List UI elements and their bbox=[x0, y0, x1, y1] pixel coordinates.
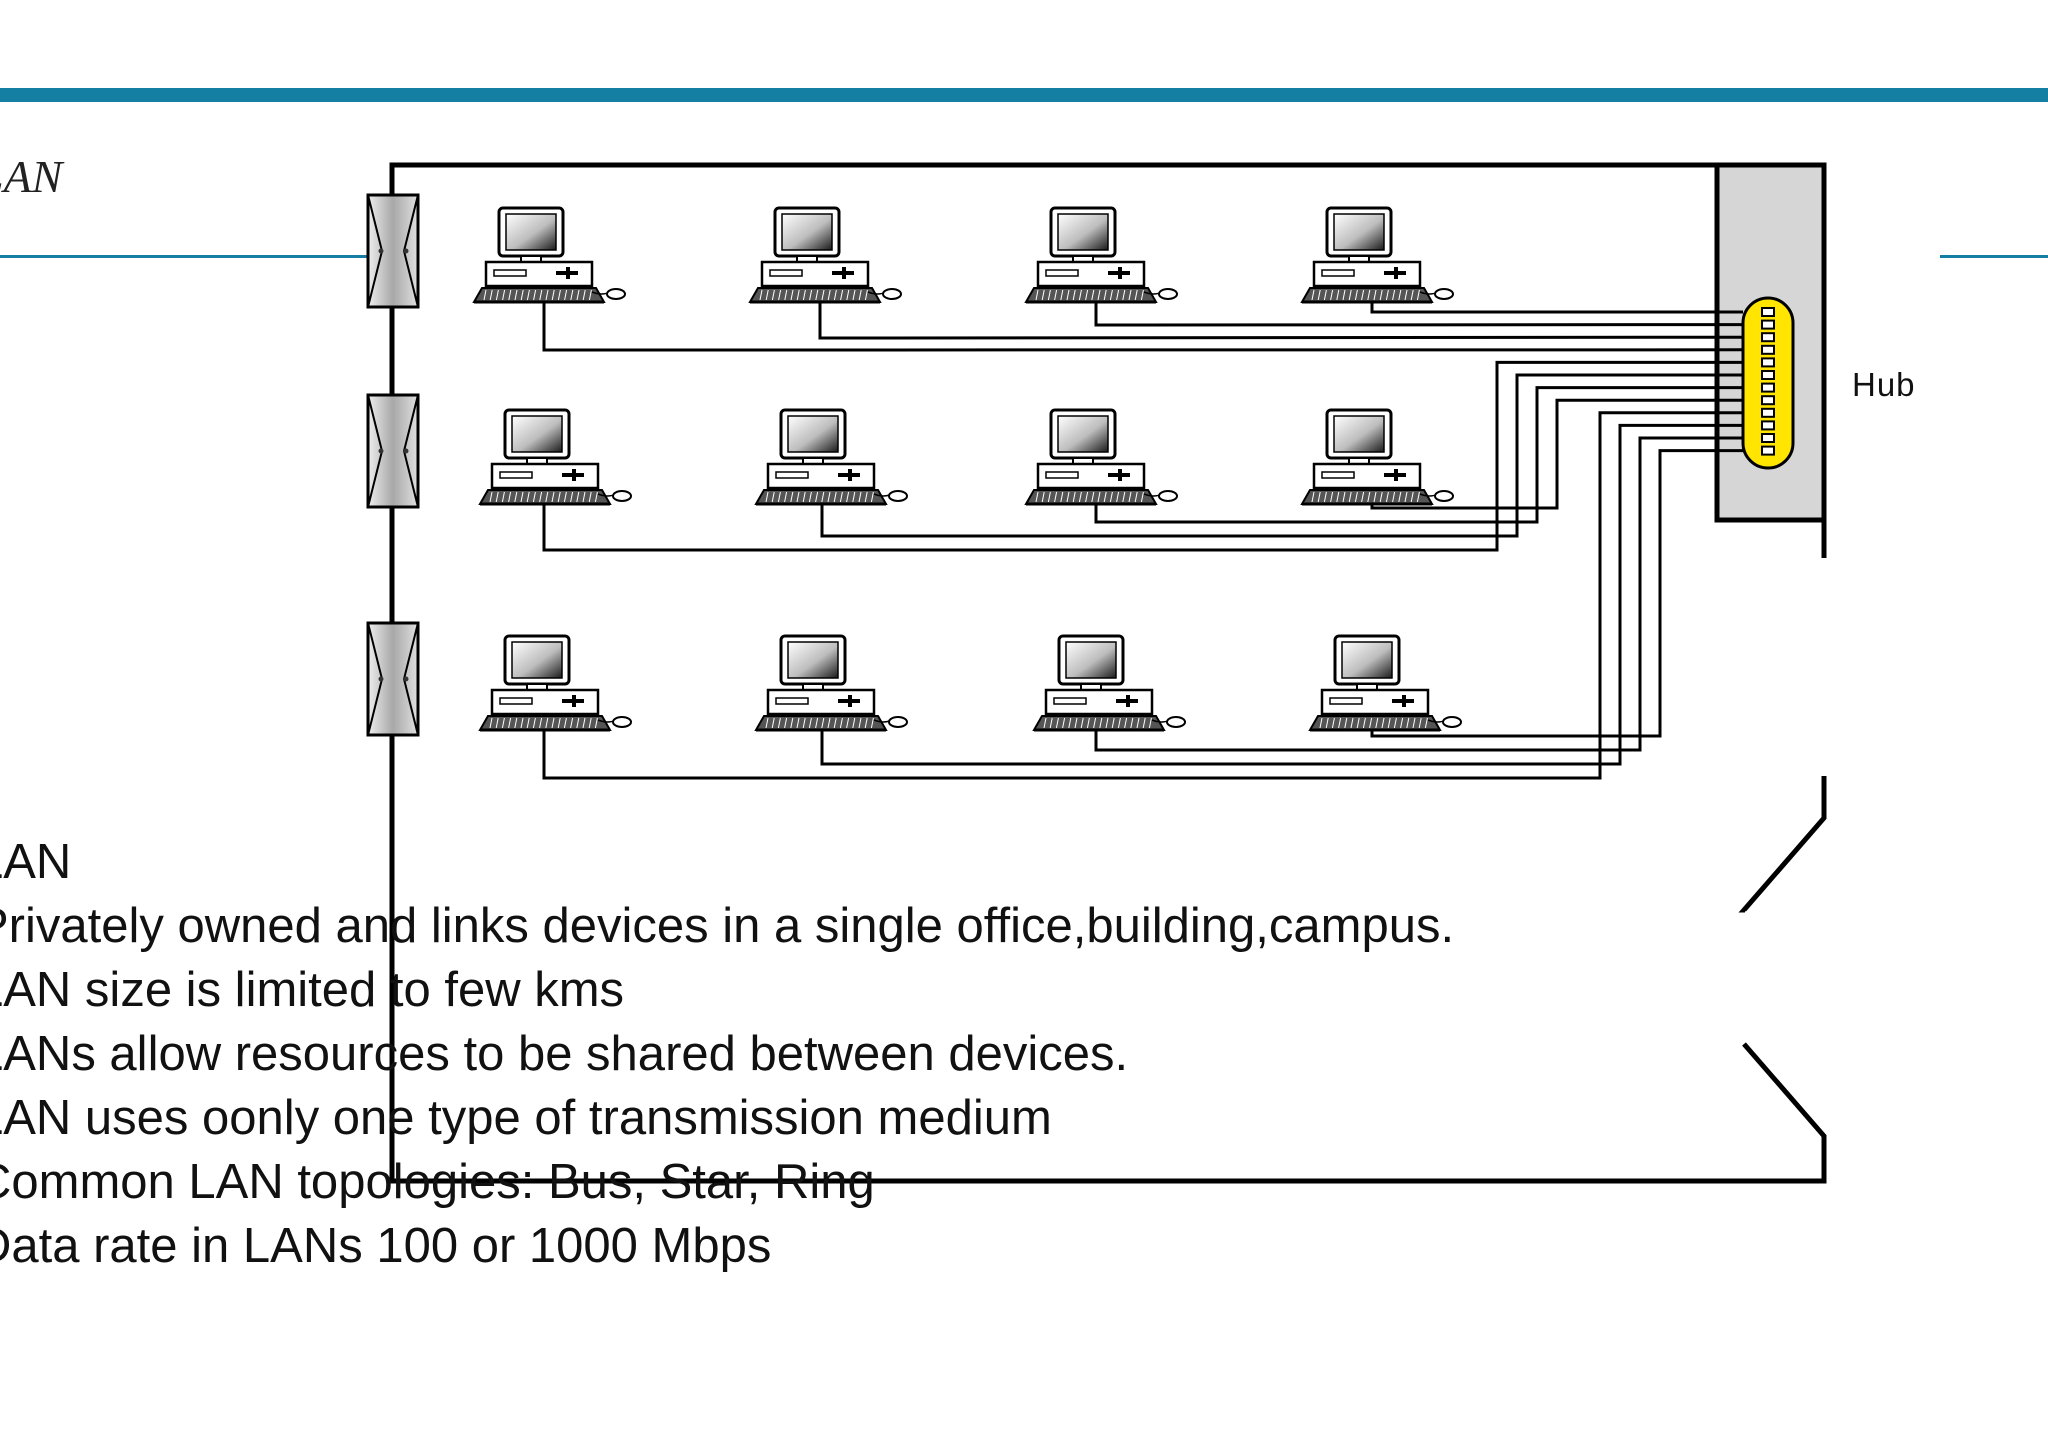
hub-port bbox=[1761, 420, 1775, 431]
computer-icon bbox=[1032, 634, 1186, 732]
cables bbox=[542, 303, 1744, 780]
cable bbox=[1370, 398, 1743, 510]
bullet-item: LANs allow resources to be shared betwee… bbox=[0, 1027, 1129, 1081]
hub-port bbox=[1761, 332, 1775, 343]
cable bbox=[1094, 303, 1744, 327]
bullet-item: Privately owned and links devices in a s… bbox=[0, 899, 1455, 953]
computer-icon bbox=[754, 408, 908, 506]
hub-port bbox=[1761, 370, 1775, 380]
cable bbox=[1370, 303, 1743, 314]
cable bbox=[542, 411, 1743, 780]
hub-port bbox=[1761, 307, 1775, 317]
title-underline-right bbox=[1940, 255, 2048, 258]
computer-icon bbox=[754, 634, 908, 732]
bullet-heading: LAN bbox=[0, 835, 72, 889]
cable bbox=[1094, 386, 1743, 524]
cable bbox=[820, 373, 1743, 538]
cable bbox=[820, 423, 1743, 766]
slide-title: LAN bbox=[0, 151, 63, 202]
wall-outlet bbox=[366, 193, 420, 309]
hub-port bbox=[1761, 357, 1775, 368]
hub-port bbox=[1761, 407, 1775, 418]
cable bbox=[818, 303, 1744, 340]
cable bbox=[1370, 449, 1743, 738]
cable bbox=[542, 360, 1743, 552]
hub-port bbox=[1761, 382, 1775, 393]
computer-icon bbox=[1300, 206, 1454, 304]
computer-icon bbox=[1024, 206, 1178, 304]
cable bbox=[1094, 436, 1743, 752]
computer-icon bbox=[478, 634, 632, 732]
hub-ports bbox=[1761, 307, 1775, 456]
cable bbox=[542, 303, 1744, 352]
hub-port bbox=[1761, 319, 1775, 330]
computer-icon bbox=[1308, 634, 1462, 732]
bullet-list: LAN Privately owned and links devices in… bbox=[0, 830, 1454, 1278]
computer-icon bbox=[478, 408, 632, 506]
hub-port bbox=[1761, 433, 1775, 443]
computer-icon bbox=[1300, 408, 1454, 506]
wall-devices bbox=[366, 193, 420, 737]
bullet-item: Data rate in LANs 100 or 1000 Mbps bbox=[0, 1219, 772, 1273]
bullet-item: Common LAN topologies: Bus, Star, Ring bbox=[0, 1155, 875, 1209]
title-underline-left bbox=[0, 255, 372, 258]
header-accent-bar bbox=[0, 88, 2048, 102]
wall-outlet bbox=[366, 621, 420, 737]
hub-port bbox=[1761, 445, 1775, 456]
wall-outlet bbox=[366, 393, 420, 509]
hub-label: Hub bbox=[1852, 366, 1916, 403]
computer-icon bbox=[472, 206, 626, 304]
computer-icon bbox=[748, 206, 902, 304]
hub-port bbox=[1761, 344, 1775, 355]
hub-port bbox=[1761, 395, 1775, 406]
computers bbox=[472, 206, 1462, 732]
bullet-item: LAN uses oonly one type of transmission … bbox=[0, 1091, 1052, 1145]
computer-icon bbox=[1024, 408, 1178, 506]
bullet-item: LAN size is limited to few kms bbox=[0, 963, 625, 1017]
